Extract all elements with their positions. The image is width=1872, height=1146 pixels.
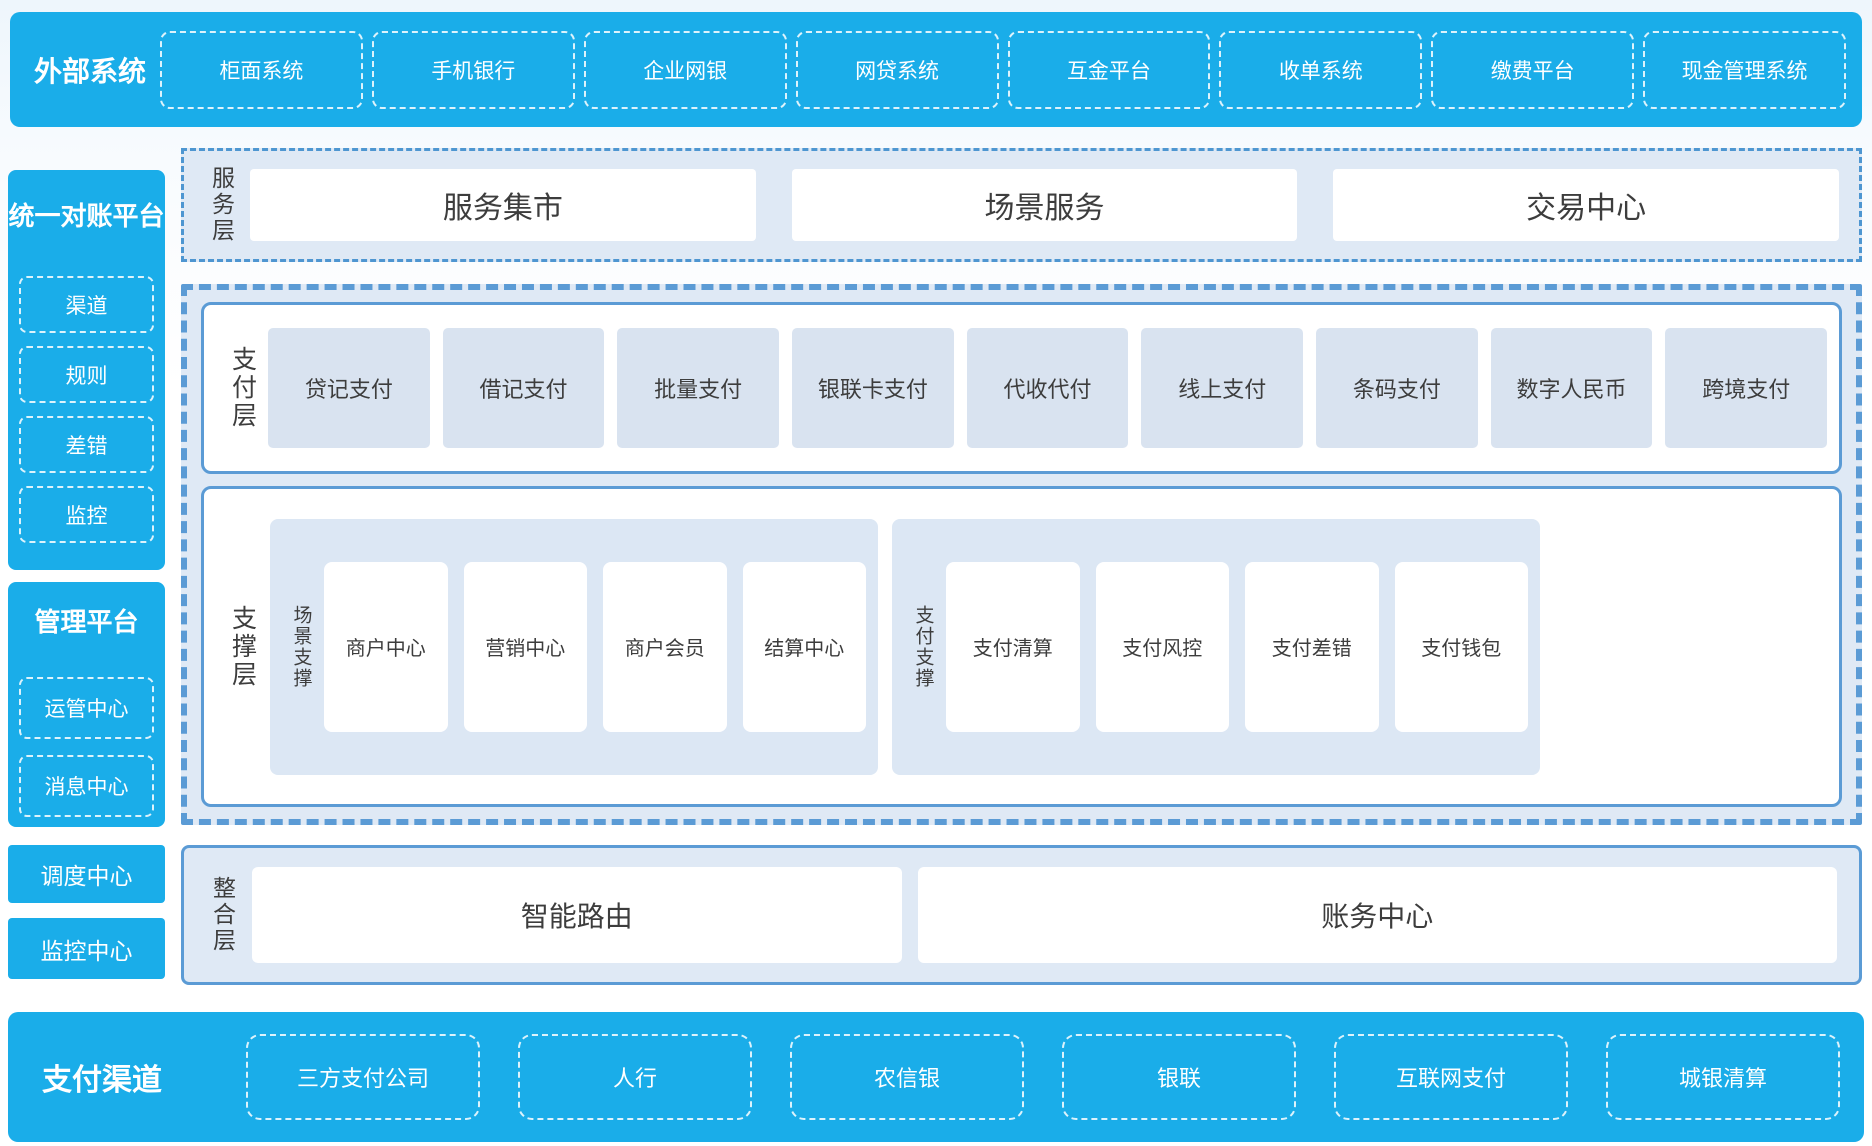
scene-support-label: 场景支撑: [290, 604, 312, 689]
reconciliation-platform-panel: 统一对账平台 渠道 规则 差错 监控: [8, 170, 165, 570]
management-item: 消息中心: [19, 755, 154, 817]
external-system-item: 企业网银: [583, 30, 787, 109]
payment-item: 代收代付: [966, 328, 1129, 448]
external-systems-title: 外部系统: [34, 55, 147, 87]
external-system-item: 缴费平台: [1431, 30, 1635, 109]
external-system-item: 柜面系统: [160, 30, 363, 109]
support-layer-label: 支撑层: [228, 604, 257, 689]
support-layer: 支撑层 场景支撑 商户中心 营销中心 商户会员 结算中心 支付支撑 支付清算 支…: [201, 486, 1842, 807]
payment-layer-items: 贷记支付 借记支付 批量支付 银联卡支付 代收代付 线上支付 条码支付 数字人民…: [268, 328, 1828, 448]
service-layer-boxes: 服务集市 场景服务 交易中心: [250, 169, 1840, 241]
payment-support-cards: 支付清算 支付风控 支付差错 支付钱包: [946, 561, 1528, 732]
payment-support-group: 支付支撑 支付清算 支付风控 支付差错 支付钱包: [892, 518, 1540, 775]
payment-item: 贷记支付: [268, 328, 430, 448]
reconciliation-item: 规则: [19, 346, 154, 403]
core-container: 支付层 贷记支付 借记支付 批量支付 银联卡支付 代收代付 线上支付 条码支付 …: [181, 284, 1862, 825]
payment-item: 条码支付: [1316, 328, 1478, 448]
service-layer: 服务层 服务集市 场景服务 交易中心: [181, 148, 1862, 262]
payment-channel-item: 城银清算: [1606, 1034, 1840, 1120]
external-system-item: 互金平台: [1007, 30, 1211, 109]
external-systems-bar: 外部系统 柜面系统 手机银行 企业网银 网贷系统 互金平台 收单系统 缴费平台 …: [10, 12, 1862, 127]
support-card: 商户会员: [603, 561, 727, 732]
payment-channels-list: 三方支付公司 人行 农信银 银联 互联网支付 城银清算: [246, 1034, 1840, 1120]
payment-channel-item: 三方支付公司: [246, 1034, 480, 1120]
payment-channels-bar: 支付渠道 三方支付公司 人行 农信银 银联 互联网支付 城银清算: [8, 1012, 1864, 1142]
service-item: 服务集市: [250, 169, 756, 241]
payment-item: 批量支付: [617, 328, 780, 448]
payment-layer-label: 支付层: [228, 346, 257, 430]
integration-item: 账务中心: [917, 867, 1837, 963]
payment-channel-item: 人行: [518, 1034, 752, 1120]
monitor-center-box: 监控中心: [8, 918, 165, 979]
scene-support-cards: 商户中心 营销中心 商户会员 结算中心: [324, 561, 866, 732]
external-system-item: 网贷系统: [795, 30, 999, 109]
external-system-item: 现金管理系统: [1643, 30, 1846, 109]
support-card: 营销中心: [463, 561, 587, 732]
payment-item: 银联卡支付: [792, 328, 954, 448]
integration-item: 智能路由: [252, 867, 902, 963]
service-layer-label: 服务层: [208, 166, 235, 244]
integration-layer-label: 整合层: [209, 876, 236, 954]
management-item: 运管中心: [19, 677, 154, 739]
support-card: 支付钱包: [1394, 561, 1528, 732]
management-platform-title: 管理平台: [34, 607, 139, 637]
payment-channel-item: 互联网支付: [1334, 1034, 1568, 1120]
payment-item: 跨境支付: [1665, 328, 1828, 448]
payment-support-label: 支付支撑: [912, 604, 934, 689]
reconciliation-platform-title: 统一对账平台: [8, 201, 165, 231]
support-card: 支付清算: [946, 561, 1080, 732]
support-card: 支付差错: [1245, 561, 1379, 732]
reconciliation-item: 监控: [19, 486, 154, 543]
integration-layer-cards: 智能路由 账务中心: [252, 867, 1837, 963]
payment-channel-item: 银联: [1062, 1034, 1296, 1120]
payment-channels-title: 支付渠道: [42, 1064, 162, 1097]
reconciliation-item: 渠道: [19, 276, 154, 333]
support-card: 商户中心: [324, 561, 448, 732]
service-item: 场景服务: [791, 169, 1298, 241]
scene-support-group: 场景支撑 商户中心 营销中心 商户会员 结算中心: [270, 518, 878, 775]
payment-channel-item: 农信银: [790, 1034, 1024, 1120]
payment-layer: 支付层 贷记支付 借记支付 批量支付 银联卡支付 代收代付 线上支付 条码支付 …: [201, 302, 1842, 474]
payment-item: 借记支付: [442, 328, 605, 448]
external-system-item: 收单系统: [1219, 30, 1423, 109]
management-platform-panel: 管理平台 运管中心 消息中心: [8, 582, 165, 827]
integration-layer: 整合层 智能路由 账务中心: [181, 845, 1862, 985]
service-item: 交易中心: [1333, 169, 1840, 241]
support-card: 支付风控: [1095, 561, 1229, 732]
payment-item: 线上支付: [1141, 328, 1304, 448]
external-systems-list: 柜面系统 手机银行 企业网银 网贷系统 互金平台 收单系统 缴费平台 现金管理系…: [160, 30, 1846, 109]
dispatch-center-box: 调度中心: [8, 845, 165, 903]
reconciliation-item: 差错: [19, 416, 154, 473]
payment-item: 数字人民币: [1490, 328, 1653, 448]
support-card: 结算中心: [742, 561, 866, 732]
external-system-item: 手机银行: [371, 30, 575, 109]
